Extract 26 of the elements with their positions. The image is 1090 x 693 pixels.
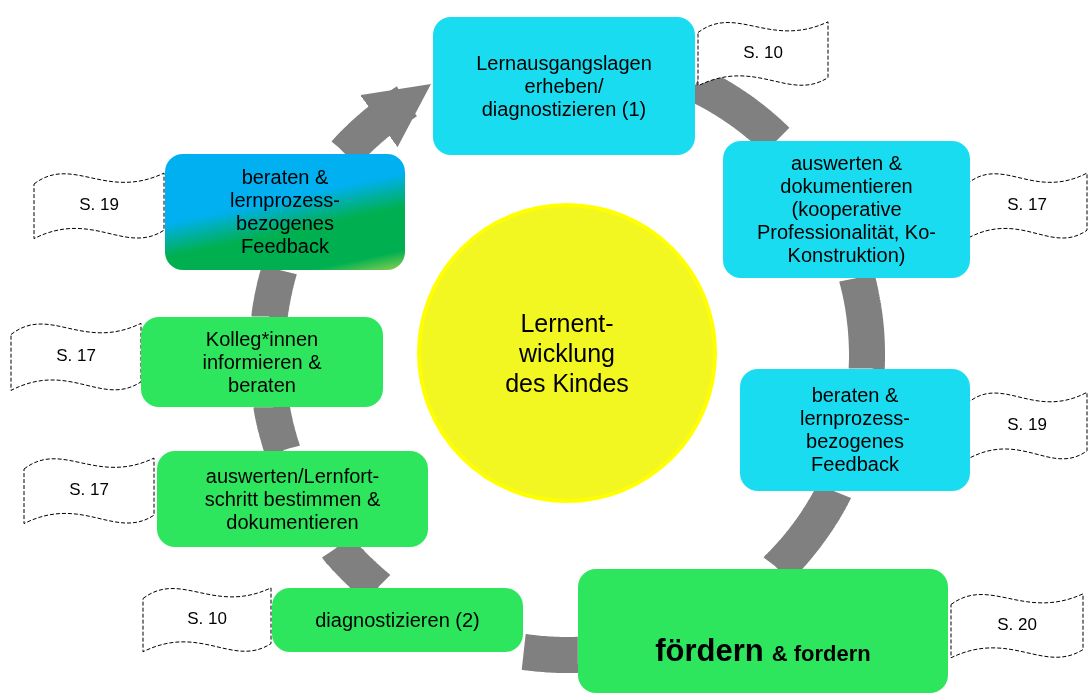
process-box	[165, 154, 405, 270]
process-box	[157, 451, 428, 547]
page-reference: S. 17	[1006, 195, 1048, 215]
step-label: & fordern	[771, 639, 871, 668]
page-reference: S. 10	[742, 43, 784, 63]
process-box	[272, 588, 523, 652]
step-label: diagnostizieren (2)	[315, 608, 480, 632]
page-reference: S. 10	[186, 609, 228, 629]
process-box	[141, 317, 383, 407]
step-label: Lernausgangslagen erheben/ diagnostizieren (1)	[475, 51, 653, 121]
step-label: beraten & lernprozess- bezogenes Feedback	[228, 166, 341, 258]
step-label: fördern	[655, 632, 764, 669]
process-box	[578, 569, 948, 693]
page-reference: S. 19	[1006, 415, 1048, 435]
process-box	[723, 141, 970, 278]
page-reference: S. 19	[78, 195, 120, 215]
page-reference: S. 17	[55, 346, 97, 366]
process-box	[740, 369, 970, 491]
step-label: beraten & lernprozess- bezogenes Feedback	[798, 384, 911, 476]
step-label: Kolleg*innen informieren & beraten	[201, 327, 323, 397]
process-box	[433, 17, 695, 155]
page-reference: S. 17	[68, 480, 110, 500]
step-label: auswerten & dokumentieren (kooperative Professionalität, Ko-Konstruktion)	[756, 152, 937, 267]
step-label: auswerten/Lernfort- schritt bestimmen & dokumentieren	[203, 464, 382, 534]
center-label: Lernent- wicklung des Kindes	[504, 308, 630, 398]
page-reference: S. 20	[996, 615, 1038, 635]
